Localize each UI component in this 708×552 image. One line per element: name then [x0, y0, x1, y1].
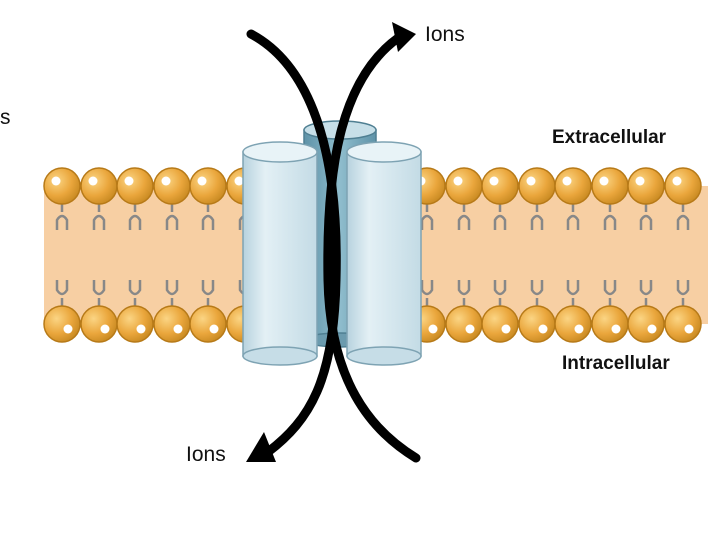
head-highlight [124, 176, 134, 186]
head-highlight [647, 324, 657, 334]
head-highlight [635, 176, 645, 186]
phospholipid-head-top [554, 167, 592, 205]
head-highlight [173, 324, 183, 334]
head-highlight [197, 176, 207, 186]
head-highlight [526, 176, 536, 186]
channel-right-subunit [346, 141, 422, 366]
phospholipid-head-bottom [189, 305, 227, 343]
phospholipid-head-top [153, 167, 191, 205]
intracellular-label: Intracellular [562, 353, 670, 374]
phospholipid-head-bottom [554, 305, 592, 343]
phospholipid-head-top [591, 167, 629, 205]
phospholipid-head-bottom [591, 305, 629, 343]
ions-top-label: Ions [425, 23, 465, 46]
arrow-outward [323, 33, 421, 463]
phospholipid-head-bottom [627, 305, 665, 343]
head-highlight [599, 176, 609, 186]
head-highlight [489, 176, 499, 186]
phospholipid-head-top [481, 167, 519, 205]
head-highlight [209, 324, 219, 334]
ions-bottom-label: Ions [186, 443, 226, 466]
phospholipid-head-bottom [116, 305, 154, 343]
head-highlight [672, 176, 682, 186]
phospholipid-head-top [445, 167, 483, 205]
head-highlight [574, 324, 584, 334]
phospholipid-head-top [627, 167, 665, 205]
arrow-inward-head [246, 432, 276, 462]
phospholipid-head-bottom [664, 305, 702, 343]
head-highlight [136, 324, 146, 334]
head-highlight [234, 176, 244, 186]
ion-flow-arrows [246, 22, 421, 463]
head-highlight [501, 324, 511, 334]
head-highlight [88, 176, 98, 186]
phospholipid-head-top [116, 167, 154, 205]
phospholipid-head-bottom [43, 305, 81, 343]
arrow-outward-head [392, 22, 416, 52]
head-highlight [51, 176, 61, 186]
head-highlight [428, 324, 438, 334]
head-highlight [684, 324, 694, 334]
head-highlight [562, 176, 572, 186]
head-highlight [465, 324, 475, 334]
arrow-inward [246, 29, 341, 457]
phospholipid-head-top [43, 167, 81, 205]
head-highlight [453, 176, 463, 186]
head-highlight [538, 324, 548, 334]
phospholipid-head-bottom [518, 305, 556, 343]
phospholipid-head-top [189, 167, 227, 205]
cut-off-left-text: s [0, 106, 11, 129]
head-highlight [161, 176, 171, 186]
phospholipid-head-top [518, 167, 556, 205]
phospholipid-head-top [80, 167, 118, 205]
channel-left-subunit [242, 141, 318, 366]
head-highlight [63, 324, 73, 334]
phospholipid-head-top [664, 167, 702, 205]
phospholipid-head-bottom [80, 305, 118, 343]
phospholipid-head-bottom [445, 305, 483, 343]
head-highlight [611, 324, 621, 334]
extracellular-label: Extracellular [552, 127, 667, 148]
phospholipid-head-bottom [481, 305, 519, 343]
phospholipid-head-bottom [153, 305, 191, 343]
head-highlight [100, 324, 110, 334]
